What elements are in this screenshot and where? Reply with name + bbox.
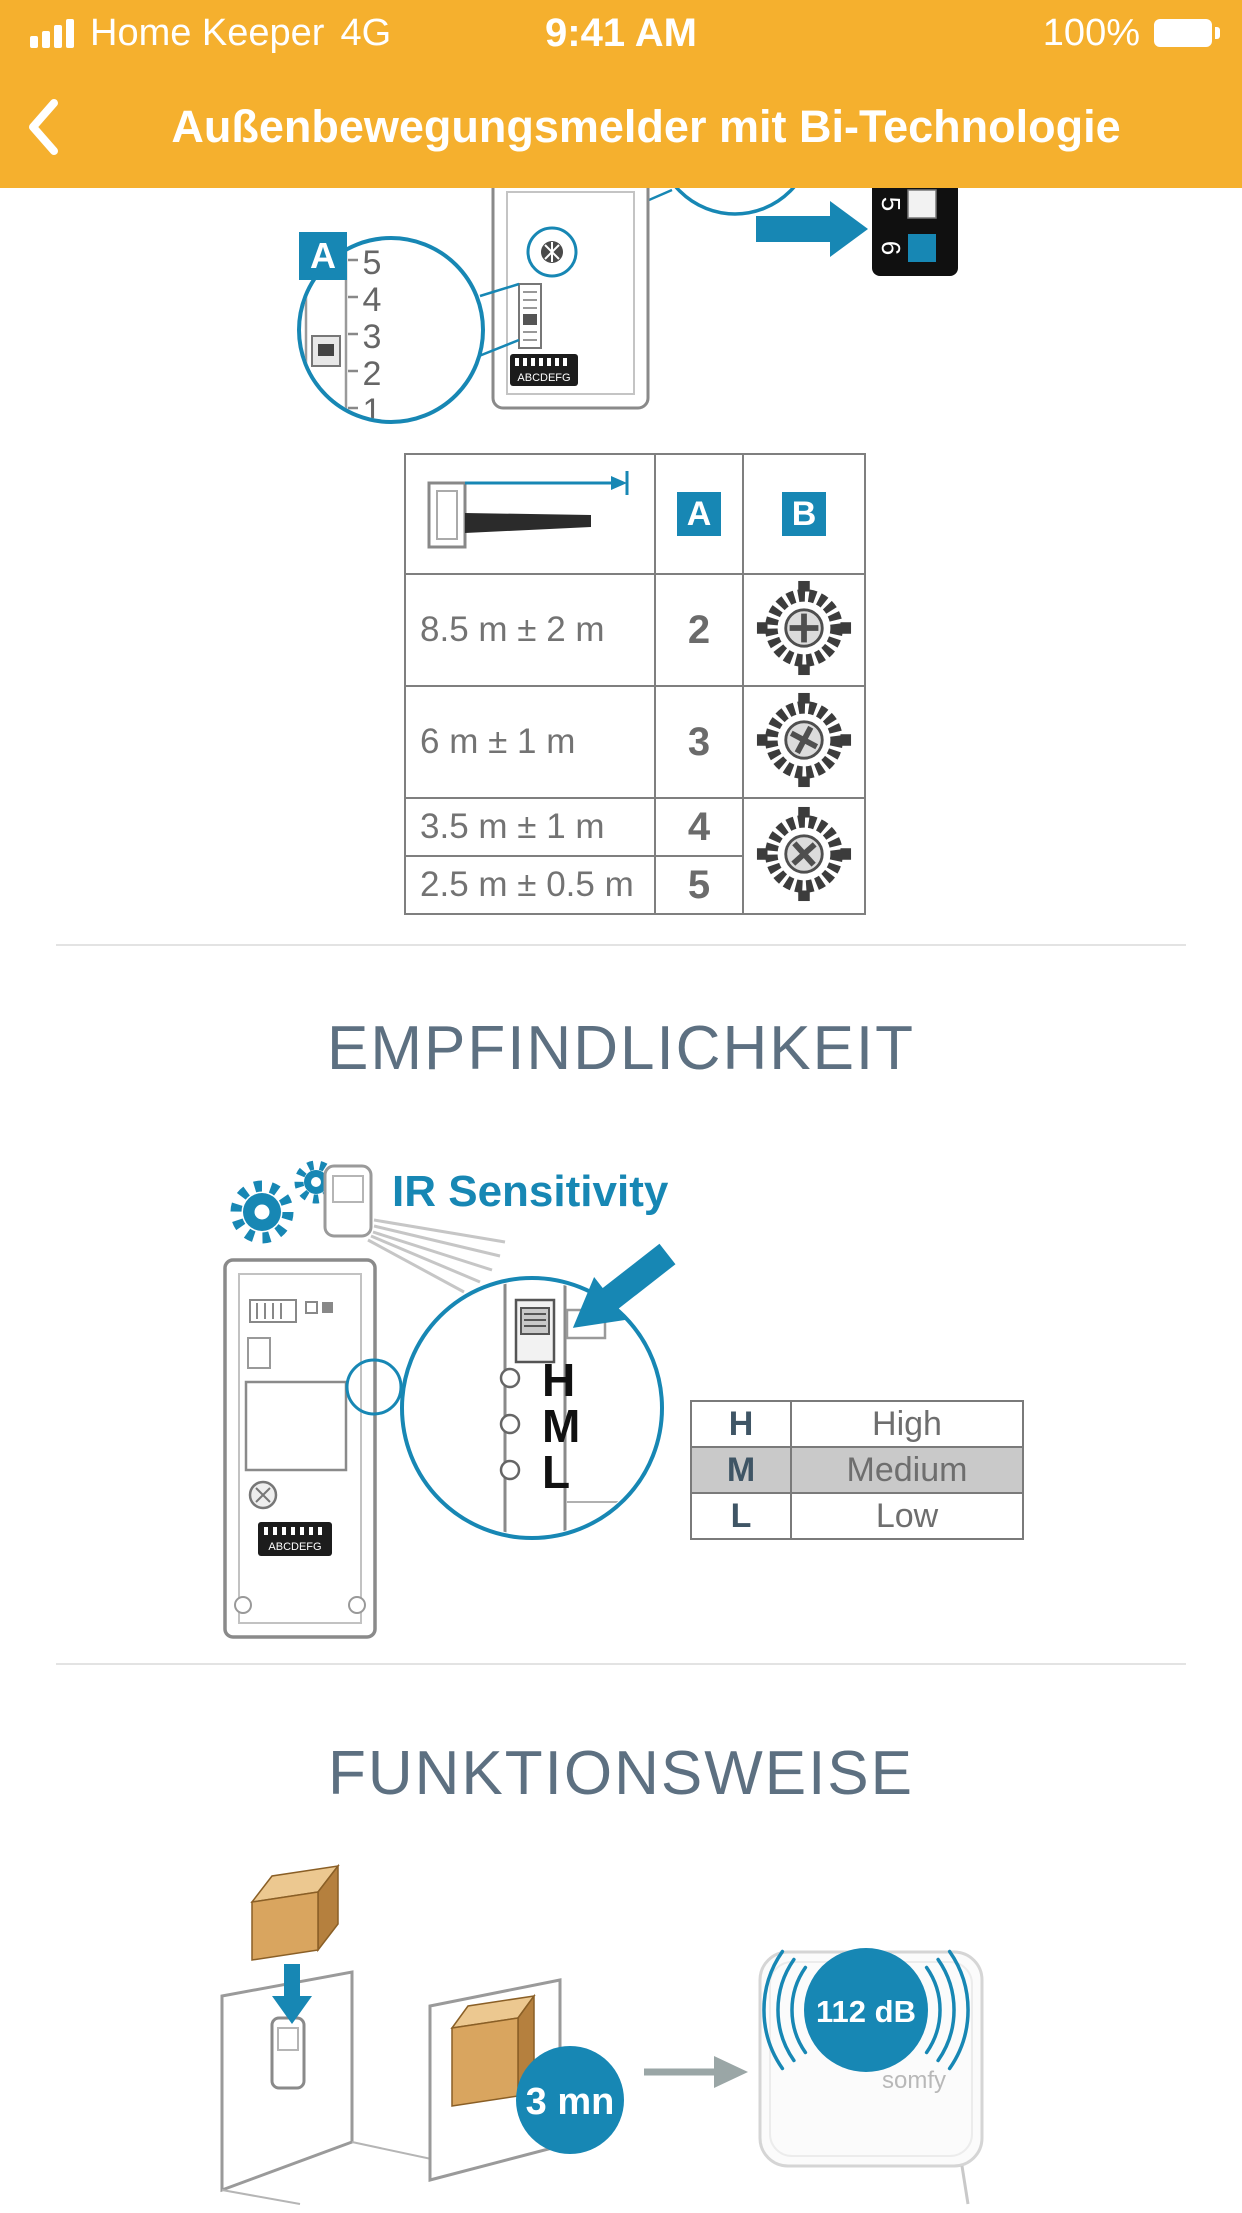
zoom-callout-a: 5 4 3 2 1 A <box>297 232 485 430</box>
status-left-cluster: Home Keeper 4G <box>30 12 391 55</box>
status-bar: Home Keeper 4G 9:41 AM 100% <box>0 0 1242 66</box>
dip-scale-2: 2 <box>363 355 382 393</box>
partial-zoom-circle <box>674 188 796 216</box>
table-row: 8.5 m ± 2 m 2 <box>404 573 866 687</box>
callout-a-label: A <box>310 235 336 276</box>
dip-scale-1: 1 <box>363 392 382 430</box>
signal-bars-icon <box>30 18 74 48</box>
dip-scale-4: 4 <box>363 281 382 319</box>
sensitivity-table: H High M Medium L Low <box>690 1400 1024 1540</box>
table-row: 6 m ± 1 m 3 <box>404 685 866 799</box>
table-row: H High <box>690 1400 1024 1448</box>
chevron-left-icon <box>29 99 58 155</box>
section-divider <box>56 1663 1186 1665</box>
range-value: 8.5 m ± 2 m <box>404 573 656 687</box>
nav-bar: Außenbewegungsmelder mit Bi-Technologie <box>0 66 1242 188</box>
level-key: M <box>690 1446 792 1494</box>
intruder-box-icon <box>250 1863 340 1961</box>
sensitivity-diagram-section: IR Sensitivity <box>0 1150 1242 1665</box>
range-table: A B 8.5 m ± 2 m 2 6 m ± 1 m 3 <box>404 453 866 915</box>
detection-range-icon <box>427 470 629 548</box>
level-label: Medium <box>790 1446 1024 1494</box>
sensitivity-heading: EMPFINDLICHKEIT <box>326 1014 916 1083</box>
position-value: 4 <box>654 797 744 857</box>
pcb-label: ABCDEFG <box>268 1541 321 1553</box>
back-button[interactable] <box>26 92 82 162</box>
level-key: L <box>690 1492 792 1540</box>
slider-letter-l: L <box>542 1446 570 1498</box>
intruder-box-icon <box>450 1993 536 2107</box>
range-table-header-row: A B <box>404 453 866 575</box>
position-value: 5 <box>654 855 744 915</box>
range-value: 6 m ± 1 m <box>404 685 656 799</box>
carrier-label: Home Keeper <box>90 11 325 54</box>
section-divider <box>56 944 1186 946</box>
callout-a-badge <box>299 232 347 280</box>
function-diagram: 3 mn somfy <box>220 1863 984 2205</box>
potentiometer-icon <box>756 806 852 901</box>
table-row-highlighted: M Medium <box>690 1446 1024 1494</box>
blue-arrow-icon <box>572 1243 676 1328</box>
blue-arrow-icon <box>756 201 868 257</box>
network-type-label: 4G <box>340 11 392 54</box>
range-value: 3.5 m ± 1 m <box>404 797 656 857</box>
zoom-callout-sensitivity: H M L <box>400 1243 676 1540</box>
ir-sensitivity-label: IR Sensitivity <box>392 1167 669 1216</box>
col-b-header: B <box>742 453 866 575</box>
brand-label: somfy <box>882 2067 946 2094</box>
slider-letter-h: H <box>542 1354 575 1406</box>
timer-badge: 3 mn <box>516 2046 624 2154</box>
status-right-cluster: 100% <box>1042 11 1220 55</box>
decibel-badge <box>804 1948 928 2072</box>
manual-scroll-area[interactable]: ABCDEFG 5 4 3 2 1 <box>0 188 1242 2208</box>
col-a-header: A <box>654 453 744 575</box>
page-title: Außenbewegungsmelder mit Bi-Technologie <box>171 101 1121 152</box>
table-row: 2.5 m ± 0.5 m 5 <box>404 855 865 915</box>
col-b-badge: B <box>782 492 826 536</box>
col-a-badge: A <box>677 492 721 536</box>
slider-letter-m: M <box>542 1400 580 1452</box>
antenna-wire <box>960 2165 970 2205</box>
dial-cell <box>742 573 866 687</box>
decibel-label: 112 dB <box>816 1994 916 2029</box>
range-value: 2.5 m ± 0.5 m <box>404 855 656 915</box>
timer-label: 3 mn <box>526 2081 615 2123</box>
dip-switch-block: 5 6 <box>872 188 958 276</box>
battery-percent-label: 100% <box>1042 11 1140 54</box>
battery-full-icon <box>1154 19 1220 47</box>
level-label: High <box>790 1400 1024 1448</box>
table-row: L Low <box>690 1492 1024 1540</box>
dial-cell <box>742 685 866 799</box>
range-diagram-cell <box>404 453 656 575</box>
function-heading: FUNKTIONSWEISE <box>327 1739 915 1808</box>
position-value: 2 <box>654 573 744 687</box>
down-arrow-icon <box>272 1964 312 2024</box>
dip-scale-3: 3 <box>363 318 382 356</box>
sensitivity-diagram: IR Sensitivity <box>223 1160 676 1639</box>
function-diagram-section: 3 mn somfy <box>0 1860 1242 2208</box>
motion-sensor-icon <box>323 1164 506 1294</box>
wall-left <box>220 1970 437 2205</box>
settings-gears-icon <box>230 1160 338 1244</box>
table-row: 3.5 m ± 1 m 4 <box>404 797 866 915</box>
dip-switch-adjustment-diagram: ABCDEFG 5 4 3 2 1 <box>297 188 958 430</box>
dip-scale-5: 5 <box>363 244 382 282</box>
pcb-label: ABCDEFG <box>517 372 570 384</box>
dip-block-number-6: 6 <box>876 241 906 255</box>
detector-device-drawing: ABCDEFG <box>491 188 650 410</box>
potentiometer-icon <box>756 580 852 675</box>
sound-waves-icon <box>762 1949 970 2071</box>
potentiometer-icon <box>756 692 852 787</box>
position-value: 3 <box>654 685 744 799</box>
level-label: Low <box>790 1492 1024 1540</box>
siren-unit: somfy 112 dB <box>758 1948 984 2205</box>
gray-arrow-icon <box>644 2056 748 2088</box>
dip-block-number-5: 5 <box>876 197 906 211</box>
level-key: H <box>690 1400 792 1448</box>
dial-cell <box>742 797 866 915</box>
detector-front-view: ABCDEFG <box>223 1258 403 1639</box>
slider-highlight-circle <box>345 1358 403 1416</box>
